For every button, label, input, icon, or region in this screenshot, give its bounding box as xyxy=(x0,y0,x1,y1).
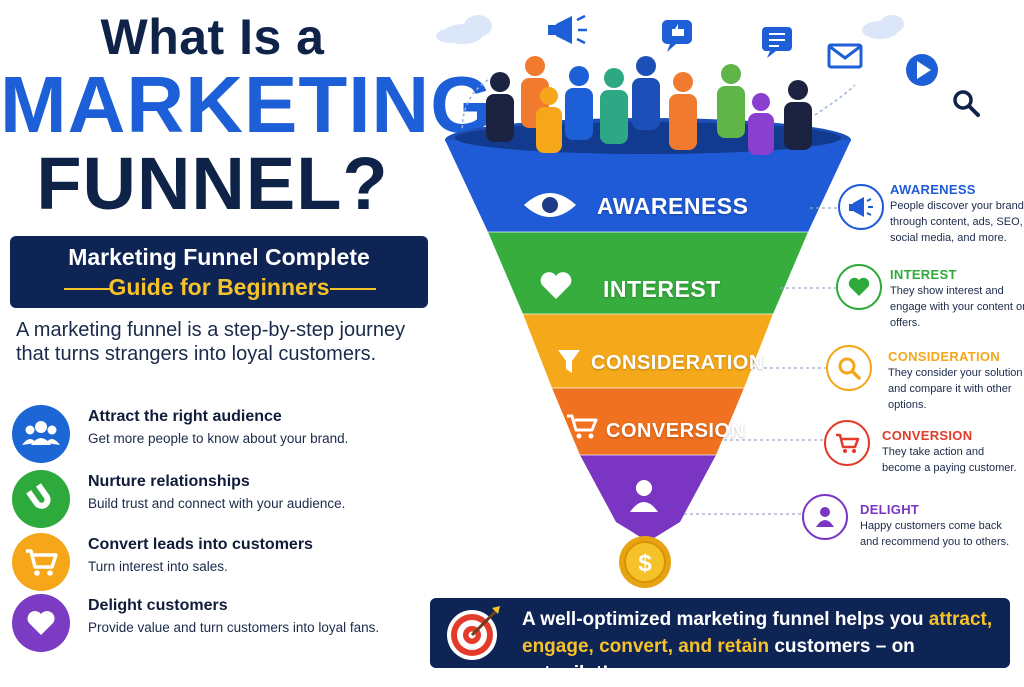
detail-desc-awareness: People discover your brand through conte… xyxy=(890,200,1024,244)
detail-title-conversion: CONVERSION xyxy=(882,428,973,443)
summary-banner: A well-optimized marketing funnel helps … xyxy=(430,598,1010,684)
title-line-1: What Is a xyxy=(100,9,325,65)
title-line-3: FUNNEL? xyxy=(36,142,389,225)
subtitle-divider-right xyxy=(330,288,376,290)
banner-highlight-1: attract, xyxy=(928,609,993,630)
magnet-icon xyxy=(12,470,70,528)
banner-highlight-2: engage, convert, and retain xyxy=(522,636,770,657)
stage-label-interest: INTEREST xyxy=(603,276,721,302)
svg-text:$: $ xyxy=(638,550,652,577)
detail-desc-delight: Happy customers come back and recommend … xyxy=(860,520,1010,548)
cart-icon xyxy=(12,533,70,591)
benefit-item-delight: Delight customers Provide value and turn… xyxy=(12,594,432,654)
eye-icon xyxy=(524,193,576,217)
cloud-icon xyxy=(436,15,492,44)
subtitle-line-2: Guide for Beginners xyxy=(108,274,330,300)
banner-text-part2: customers – on autopilot! xyxy=(522,636,915,684)
chat-icon xyxy=(762,27,792,58)
banner-text-part1: A well-optimized marketing funnel helps … xyxy=(522,609,929,630)
benefit-desc: Get more people to know about your brand… xyxy=(88,431,349,446)
funnel-stage-delight xyxy=(580,455,716,538)
benefit-title: Nurture relationships xyxy=(88,473,250,490)
detail-desc-interest: They show interest and engage with your … xyxy=(890,285,1024,329)
banner-text: A well-optimized marketing funnel helps … xyxy=(522,606,1002,687)
heart-icon xyxy=(540,272,572,299)
subtitle-box: Marketing Funnel Complete Guide for Begi… xyxy=(10,236,428,308)
play-icon xyxy=(906,54,938,86)
benefit-desc: Build trust and connect with your audien… xyxy=(88,496,346,511)
cart-icon xyxy=(824,420,870,466)
benefit-item-attract: Attract the right audience Get more peop… xyxy=(12,405,432,465)
people-icon xyxy=(12,405,70,463)
benefit-title: Convert leads into customers xyxy=(88,536,313,553)
benefit-desc: Provide value and turn customers into lo… xyxy=(88,620,380,635)
stage-label-conversion: CONVERSION xyxy=(606,420,746,442)
thumbs-up-icon xyxy=(662,20,692,52)
heart-icon xyxy=(836,264,882,310)
funnel-graphic: $ xyxy=(436,14,980,588)
benefit-desc: Turn interest into sales. xyxy=(88,559,228,574)
detail-desc-consideration: They consider your solution and compare … xyxy=(888,367,1023,411)
detail-title-interest: INTEREST xyxy=(890,267,957,282)
benefit-title: Attract the right audience xyxy=(88,408,282,425)
detail-title-consideration: CONSIDERATION xyxy=(888,349,1000,364)
target-icon xyxy=(442,602,506,664)
heart-icon xyxy=(12,594,70,652)
connector-lines xyxy=(684,207,838,515)
detail-title-delight: DELIGHT xyxy=(860,502,920,517)
benefit-item-nurture: Nurture relationships Build trust and co… xyxy=(12,470,432,530)
crowd-icon xyxy=(486,56,812,155)
megaphone-icon xyxy=(548,14,587,45)
cart-icon xyxy=(567,414,598,439)
title-line-2: MARKETING xyxy=(0,60,494,149)
funnel-stage-interest xyxy=(488,232,808,314)
filter-icon xyxy=(558,350,580,373)
funnel-stage-conversion xyxy=(552,388,744,455)
benefit-item-convert: Convert leads into customers Turn intere… xyxy=(12,533,432,593)
funnel-stage-consideration xyxy=(523,314,773,388)
intro-text: A marketing funnel is a step-by-step jou… xyxy=(16,319,406,365)
megaphone-icon xyxy=(838,184,884,230)
detail-desc-conversion: They take action and become a paying cus… xyxy=(882,446,1017,474)
stage-label-awareness: AWARENESS xyxy=(597,193,749,219)
detail-title-awareness: AWARENESS xyxy=(890,182,976,197)
stage-label-consideration: CONSIDERATION xyxy=(591,352,764,374)
subtitle-divider-left xyxy=(64,288,110,290)
subtitle-line-1: Marketing Funnel Complete xyxy=(68,244,370,270)
dollar-coin-icon: $ xyxy=(619,536,671,588)
person-icon xyxy=(630,480,658,512)
person-icon xyxy=(802,494,848,540)
benefit-title: Delight customers xyxy=(88,597,228,614)
mail-icon xyxy=(827,43,863,69)
cloud-icon xyxy=(862,15,904,39)
search-icon xyxy=(826,345,872,391)
search-icon xyxy=(953,90,980,117)
